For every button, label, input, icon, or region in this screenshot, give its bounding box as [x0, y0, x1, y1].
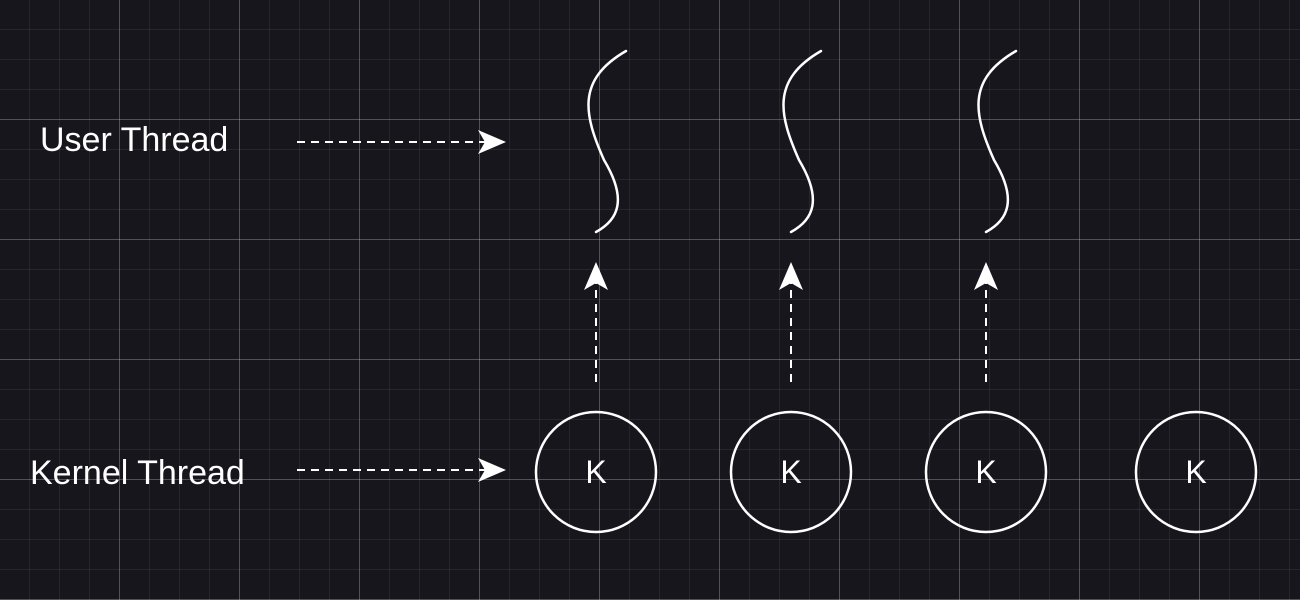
user-thread-label: User Thread	[40, 121, 229, 159]
user-threads	[587, 49, 1018, 234]
user-thread-squiggle	[977, 49, 1018, 234]
kernel-thread-label: K	[585, 454, 606, 490]
kernel-thread-circle	[729, 410, 853, 534]
kernel-thread-label: K	[780, 454, 801, 490]
kernel-thread-label: Kernel Thread	[30, 454, 245, 492]
kernel-thread-node: K	[924, 410, 1048, 534]
kernel-thread-circle	[534, 410, 658, 534]
kernel-thread-circle	[1134, 410, 1258, 534]
user-thread-pointer-arrow	[297, 130, 506, 154]
user-thread-squiggle	[782, 49, 823, 234]
kernel-to-user-arrow	[974, 262, 998, 382]
kernel-thread-circle	[924, 410, 1048, 534]
kernel-thread-node: K	[729, 410, 853, 534]
kernel-to-user-arrow	[584, 262, 608, 382]
user-thread-squiggle	[587, 49, 628, 234]
kernel-thread-label: K	[1185, 454, 1206, 490]
kernel-thread-node: K	[534, 410, 658, 534]
kernel-thread-label: K	[975, 454, 996, 490]
kernel-thread-pointer-arrow	[297, 458, 506, 482]
kernel-to-user-arrow	[779, 262, 803, 382]
kernel-to-user-arrows	[584, 262, 998, 382]
kernel-thread-node: K	[1134, 410, 1258, 534]
